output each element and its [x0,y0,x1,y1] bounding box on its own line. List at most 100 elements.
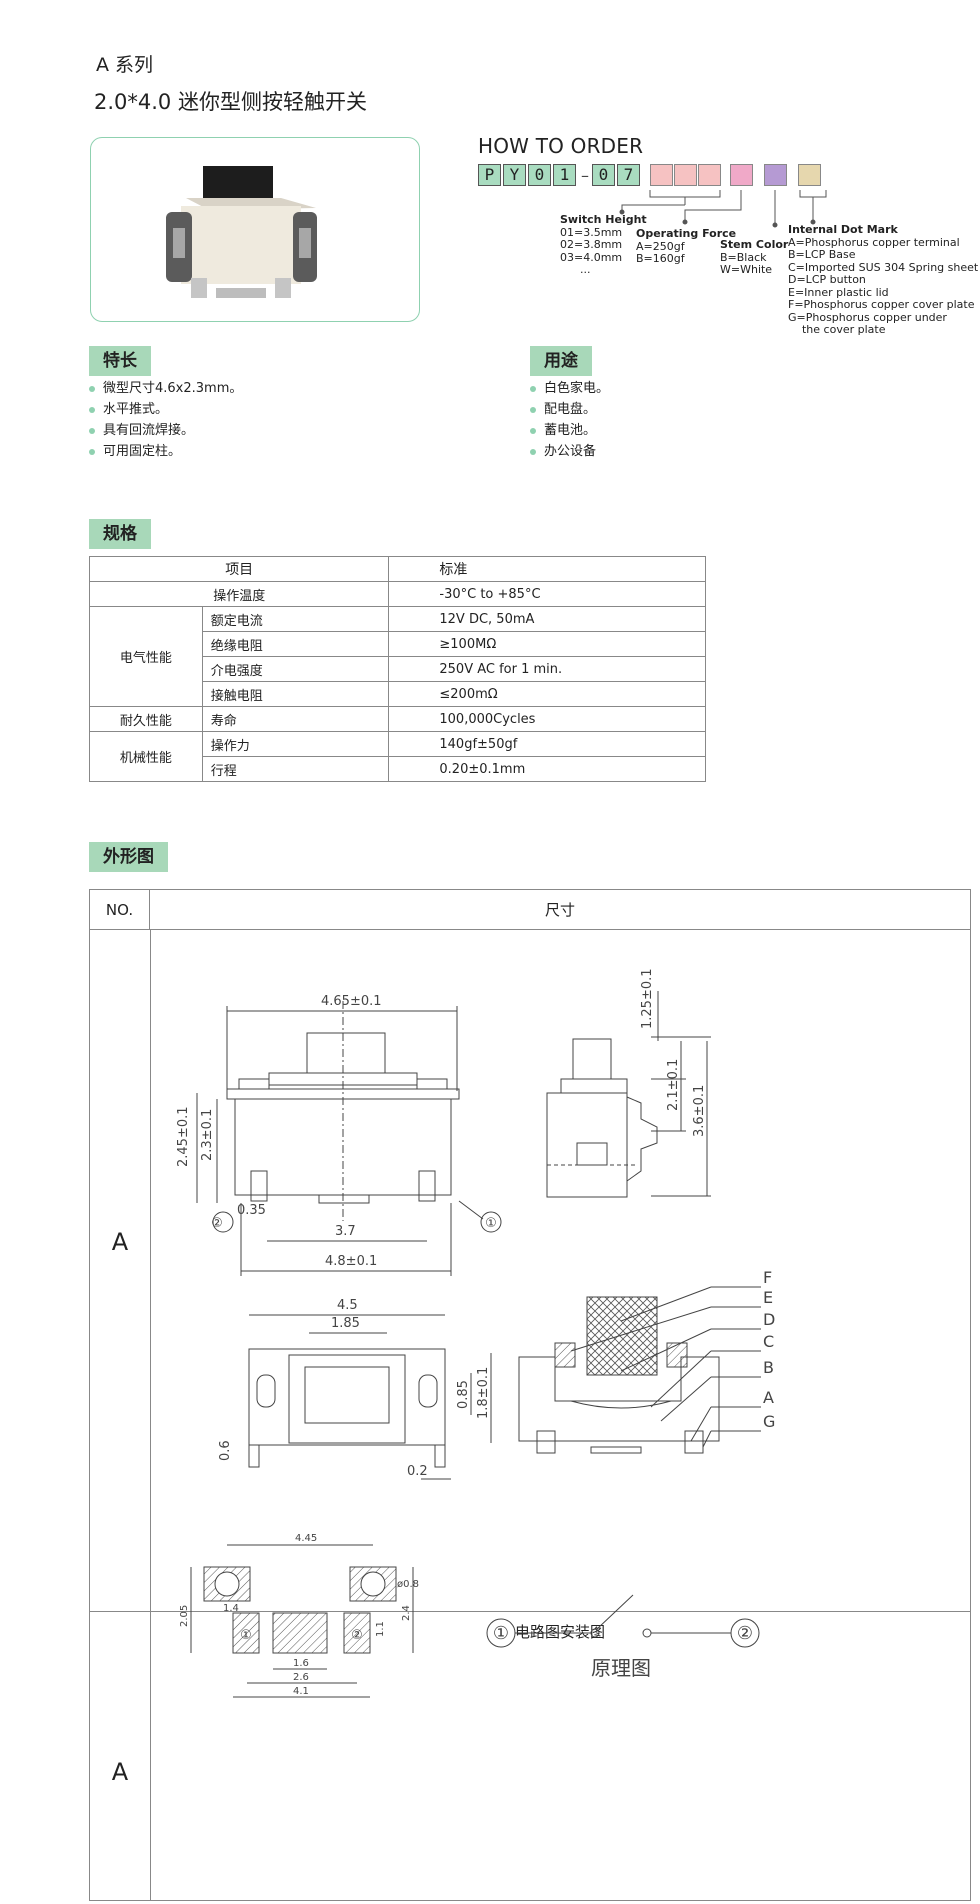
applications-list: 白色家电。 配电盘。 蓄电池。 办公设备 [530,378,609,462]
part-letter: E [763,1288,773,1307]
dim-label: 1.4 [223,1603,239,1614]
switch-render-image [166,166,317,298]
dim-label: 1.25±0.1 [640,968,655,1029]
cell: -30°C to +85°C [388,581,706,607]
code-char: 7 [617,164,640,186]
option-box-height [674,164,697,186]
dimension-labels: 4.65±0.1 2.45±0.1 2.3±0.1 0.35 3.7 4.8±0… [176,968,775,1697]
part-letter: B [763,1358,774,1377]
dim-label: 0.85 [456,1380,471,1409]
option-box-force [730,164,753,186]
how-to-order-title: HOW TO ORDER [478,134,644,158]
col-no: NO. [90,890,150,930]
features-tag: 特长 [89,346,151,376]
part-letter: G [763,1412,775,1431]
table-row: 机械性能 操作力 140gf±50gf [89,731,706,782]
option-box-height [698,164,721,186]
cell: 额定电流 [201,606,390,632]
row-label-a: A [111,1228,129,1256]
dot-opt: B=LCP Base [788,248,856,261]
cell: 0.20±0.1mm [388,756,706,782]
list-item: 蓄电池。 [530,420,609,441]
group-cell: 机械性能 [89,731,203,782]
table-row: 绝缘电阻 ≥100MΩ [90,631,706,657]
principle-label: 原理图 [591,1656,651,1680]
dim-label: 2.05 [179,1605,190,1627]
cell: 140gf±50gf [388,731,706,757]
part-letter: C [763,1332,774,1351]
dim-label: 4.5 [337,1298,358,1313]
outline-table: NO. 尺寸 A A 电路图安装图 [89,889,971,1901]
terminal-1-mark: ① [493,1623,509,1644]
order-connectors [619,190,827,228]
part-letter: D [763,1310,775,1329]
group-cell: 电气性能 [89,606,203,707]
dot-opt: E=Inner plastic lid [788,285,889,299]
dim-label: 3.7 [335,1224,356,1239]
stem-opt: W=White [720,263,773,276]
row-label-a: A [111,1758,129,1786]
dim-label: 0.6 [218,1440,233,1461]
dim-label: 2.6 [293,1672,309,1683]
terminal-1-mark: ① [485,1216,497,1231]
specs-tag: 规格 [89,519,151,549]
table-row: 耐久性能 寿命 100,000Cycles [89,706,706,732]
features-list: 微型尺寸4.6x2.3mm。 水平推式。 具有回流焊接。 可用固定柱。 [89,378,242,462]
stem-opt: B=Black [720,250,767,264]
operating-force-title: Operating Force [636,227,737,240]
cell: 12V DC, 50mA [388,606,706,632]
list-item: 可用固定柱。 [89,441,242,462]
group-cell: 耐久性能 [89,706,203,732]
dim-label: 1.85 [331,1316,360,1331]
switch-height-more: ... [580,263,591,276]
cell: ≤200mΩ [388,681,706,707]
table-row: 电气性能 额定电流 12V DC, 50mA [89,606,706,707]
product-photo [90,137,420,322]
force-opt: A=250gf [636,239,685,253]
dim-label: 3.6±0.1 [692,1085,707,1137]
dot-opt: A=Phosphorus copper terminal [788,235,960,249]
spec-table: 项目 标准 操作温度 -30°C to +85°C 电气性能 额定电流 12V … [88,556,706,782]
cell: 100,000Cycles [388,706,706,732]
code-char: P [478,164,501,186]
switch-height-opt: 03=4.0mm [560,250,623,264]
terminal-2-mark: ② [737,1623,753,1644]
series-label: A 系列 [96,54,154,76]
cell: 接触电阻 [201,681,390,707]
code-char: 0 [528,164,551,186]
dim-label: 2.1±0.1 [666,1059,681,1111]
dim-label: 0.35 [237,1203,266,1218]
circuit-title: 电路图安装图 [514,1623,605,1641]
code-char: 0 [592,164,615,186]
dimension-drawings: 4.65±0.1 2.45±0.1 2.3±0.1 0.35 3.7 4.8±0… [176,968,775,1698]
header-item: 项目 [88,556,390,582]
table-row: 操作温度 -30°C to +85°C [88,581,706,607]
list-item: 配电盘。 [530,399,609,420]
code-char: Y [503,164,526,186]
table-row: 行程 0.20±0.1mm [90,756,706,782]
cell: ≥100MΩ [388,631,706,657]
table-row: 介电强度 250V AC for 1 min. [90,656,706,682]
dot-opt: C=Imported SUS 304 Spring sheet [788,260,979,274]
dim-label: 1.8±0.1 [476,1367,491,1419]
code-dash: – [581,165,589,185]
cell: 行程 [201,756,390,782]
dim-label: 2.3±0.1 [200,1109,215,1161]
code-char: 1 [553,164,576,186]
row-divider [90,1611,970,1612]
dot-opt: F=Phosphorus copper cover plate [788,298,975,311]
dim-label: 1.1 [375,1621,386,1637]
terminal-2-mark: ② [211,1216,223,1231]
cell: 操作温度 [88,581,390,607]
dot-opt: G=Phosphorus copper under [788,310,947,324]
cell: 绝缘电阻 [201,631,390,657]
outline-header: NO. 尺寸 [90,890,970,930]
dim-label: 1.6 [293,1658,309,1669]
switch-height-opt: 01=3.5mm [560,225,623,239]
dim-label: 4.1 [293,1686,309,1697]
cell: 介电强度 [201,656,390,682]
